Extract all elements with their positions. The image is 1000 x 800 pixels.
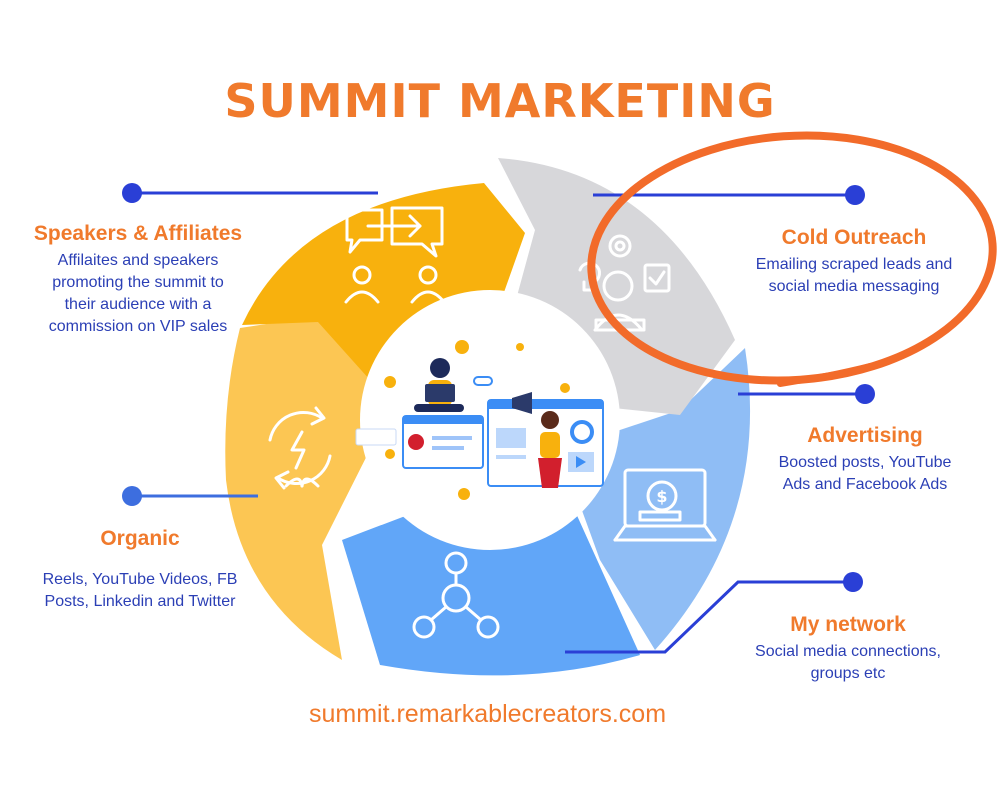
section-advertising: Advertising Boosted posts, YouTube Ads a… bbox=[752, 424, 978, 496]
network-icon bbox=[412, 551, 500, 639]
website-url: summit.remarkablecreators.com bbox=[308, 700, 667, 728]
sustainability-icon bbox=[268, 406, 332, 490]
organic-heading: Organic bbox=[100, 527, 180, 550]
speakers-description-line: their audience with a bbox=[64, 296, 212, 313]
laptop-money-icon: $ bbox=[613, 468, 717, 542]
organic-description-line: Reels, YouTube Videos, FB bbox=[42, 571, 238, 588]
advertising-description-line: Boosted posts, YouTube bbox=[778, 454, 952, 471]
speakers-description-line: commission on VIP sales bbox=[48, 318, 228, 335]
conversation-icon bbox=[344, 206, 446, 304]
network-description: Social media connections, groups etc bbox=[730, 641, 966, 685]
network-description-line: Social media connections, bbox=[755, 643, 941, 660]
segment-network bbox=[342, 480, 640, 676]
speakers-description-line: promoting the summit to bbox=[52, 274, 224, 291]
cold-outreach-description-line: social media messaging bbox=[768, 278, 940, 295]
highlight-ellipse bbox=[587, 131, 997, 387]
marketing-team-illustration bbox=[355, 340, 604, 500]
advertising-heading: Advertising bbox=[807, 424, 923, 447]
idea-person-icon bbox=[578, 234, 671, 332]
section-cold-outreach: Cold Outreach Emailing scraped leads and… bbox=[730, 226, 978, 298]
speakers-description-line: Affilaites and speakers bbox=[57, 252, 219, 269]
organic-description-line: Posts, Linkedin and Twitter bbox=[44, 593, 236, 610]
page-title: SUMMIT MARKETING bbox=[224, 74, 776, 128]
section-organic: Organic Reels, YouTube Videos, FB Posts,… bbox=[20, 527, 260, 613]
connector-advertising bbox=[738, 384, 875, 404]
segment-organic bbox=[225, 315, 400, 660]
speakers-heading: Speakers & Affiliates bbox=[33, 222, 243, 245]
connector-cold-outreach bbox=[593, 185, 865, 205]
cold-outreach-description-line: Emailing scraped leads and bbox=[755, 256, 953, 273]
advertising-description-line: Ads and Facebook Ads bbox=[782, 476, 948, 493]
section-network: My network Social media connections, gro… bbox=[730, 613, 966, 685]
connector-organic bbox=[122, 486, 258, 506]
segment-advertising bbox=[560, 348, 751, 650]
svg-text:$: $ bbox=[656, 487, 667, 506]
advertising-description: Boosted posts, YouTube Ads and Facebook … bbox=[752, 452, 978, 496]
organic-description: Reels, YouTube Videos, FB Posts, Linkedi… bbox=[20, 569, 260, 613]
cold-outreach-description: Emailing scraped leads and social media … bbox=[730, 254, 978, 298]
connector-speakers bbox=[122, 183, 378, 203]
connector-network bbox=[565, 572, 863, 654]
section-speakers: Speakers & Affiliates Affilaites and spe… bbox=[20, 222, 256, 338]
cold-outreach-heading: Cold Outreach bbox=[781, 226, 927, 249]
network-heading: My network bbox=[790, 613, 906, 636]
speakers-description: Affilaites and speakers promoting the su… bbox=[20, 250, 256, 338]
network-description-line: groups etc bbox=[810, 665, 886, 682]
